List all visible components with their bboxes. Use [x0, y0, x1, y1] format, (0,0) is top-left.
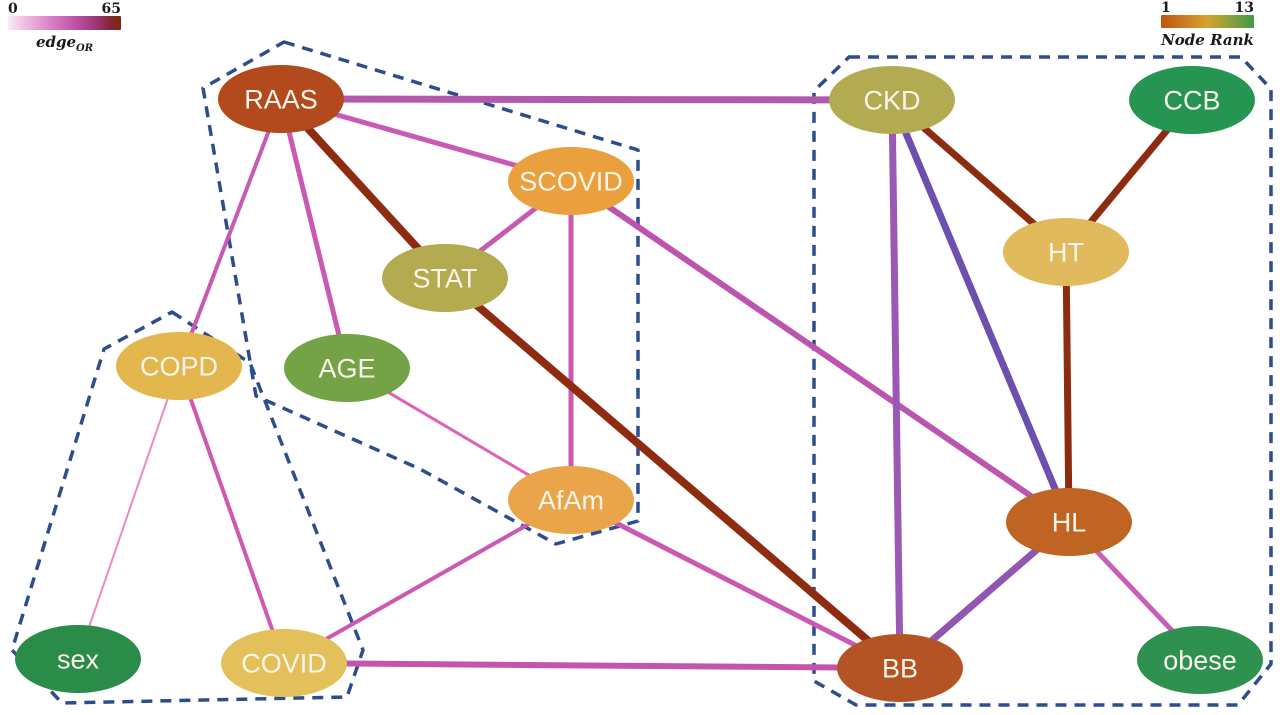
node-bb[interactable] — [837, 634, 963, 702]
node-covid-label: COVID — [241, 648, 327, 678]
edge-copd-covid — [177, 365, 286, 664]
node-copd-label: COPD — [140, 351, 218, 381]
node-obese-label: obese — [1163, 645, 1237, 675]
node-scovid[interactable] — [508, 147, 634, 215]
node-rank-legend-min: 1 — [1161, 0, 1171, 16]
node-ckd[interactable] — [829, 66, 955, 134]
edge-ht-hl — [1062, 251, 1073, 523]
node-afam[interactable] — [508, 466, 634, 534]
node-afam-label: AfAm — [538, 485, 604, 515]
edge-or-legend: 0 65 edgeOR — [8, 2, 121, 54]
edge-or-legend-caption: edgeOR — [35, 33, 94, 54]
edge-covid-bb — [283, 660, 901, 671]
node-scovid-label: SCOVID — [519, 166, 623, 196]
node-hl[interactable] — [1006, 488, 1132, 556]
edge-covid-afam — [283, 498, 572, 665]
node-sex-label: sex — [57, 644, 100, 674]
node-ccb[interactable] — [1129, 66, 1255, 134]
node-rank-legend: 1 13 Node Rank — [1161, 1, 1254, 49]
node-hl-label: HL — [1052, 507, 1087, 537]
edge-raas-copd — [177, 98, 283, 367]
edge-or-legend-min: 0 — [8, 1, 18, 17]
node-rank-legend-gradient-bar — [1161, 15, 1254, 28]
edge-ckd-bb — [888, 99, 904, 669]
node-copd[interactable] — [116, 332, 242, 400]
edge-ckd-hl — [888, 98, 1073, 524]
cluster-ckd-ccb-ht-hl-bb-obese-outline — [812, 55, 1273, 707]
edge-copd-sex — [77, 365, 180, 660]
node-ccb-label: CCB — [1163, 85, 1220, 115]
node-age-label: AGE — [318, 353, 375, 383]
node-stat-label: STAT — [413, 263, 478, 293]
edge-or-legend-max: 65 — [101, 1, 121, 17]
node-ckd-label: CKD — [863, 85, 920, 115]
edge-scovid-hl — [569, 178, 1071, 525]
edge-stat-bb — [442, 274, 903, 672]
node-ht-label: HT — [1048, 237, 1084, 267]
node-stat[interactable] — [382, 244, 508, 312]
node-rank-legend-max: 13 — [1234, 0, 1254, 16]
node-age[interactable] — [284, 334, 410, 402]
node-rank-legend-caption: Node Rank — [1161, 31, 1254, 49]
edge-afam-bb — [569, 497, 902, 671]
node-sex[interactable] — [15, 625, 141, 693]
node-bb-label: BB — [882, 653, 918, 683]
node-raas[interactable] — [218, 65, 344, 133]
cluster-copd-sex-covid-outline — [10, 310, 365, 705]
node-obese[interactable] — [1137, 626, 1263, 694]
edge-or-legend-gradient-bar — [8, 16, 121, 30]
node-covid[interactable] — [221, 629, 347, 697]
cluster-raas-scovid-stat-age-afam-outline — [201, 40, 640, 546]
edge-raas-ckd — [280, 95, 893, 104]
node-ht[interactable] — [1003, 218, 1129, 286]
node-raas-label: RAAS — [244, 84, 318, 114]
edge-raas-age — [278, 98, 350, 369]
